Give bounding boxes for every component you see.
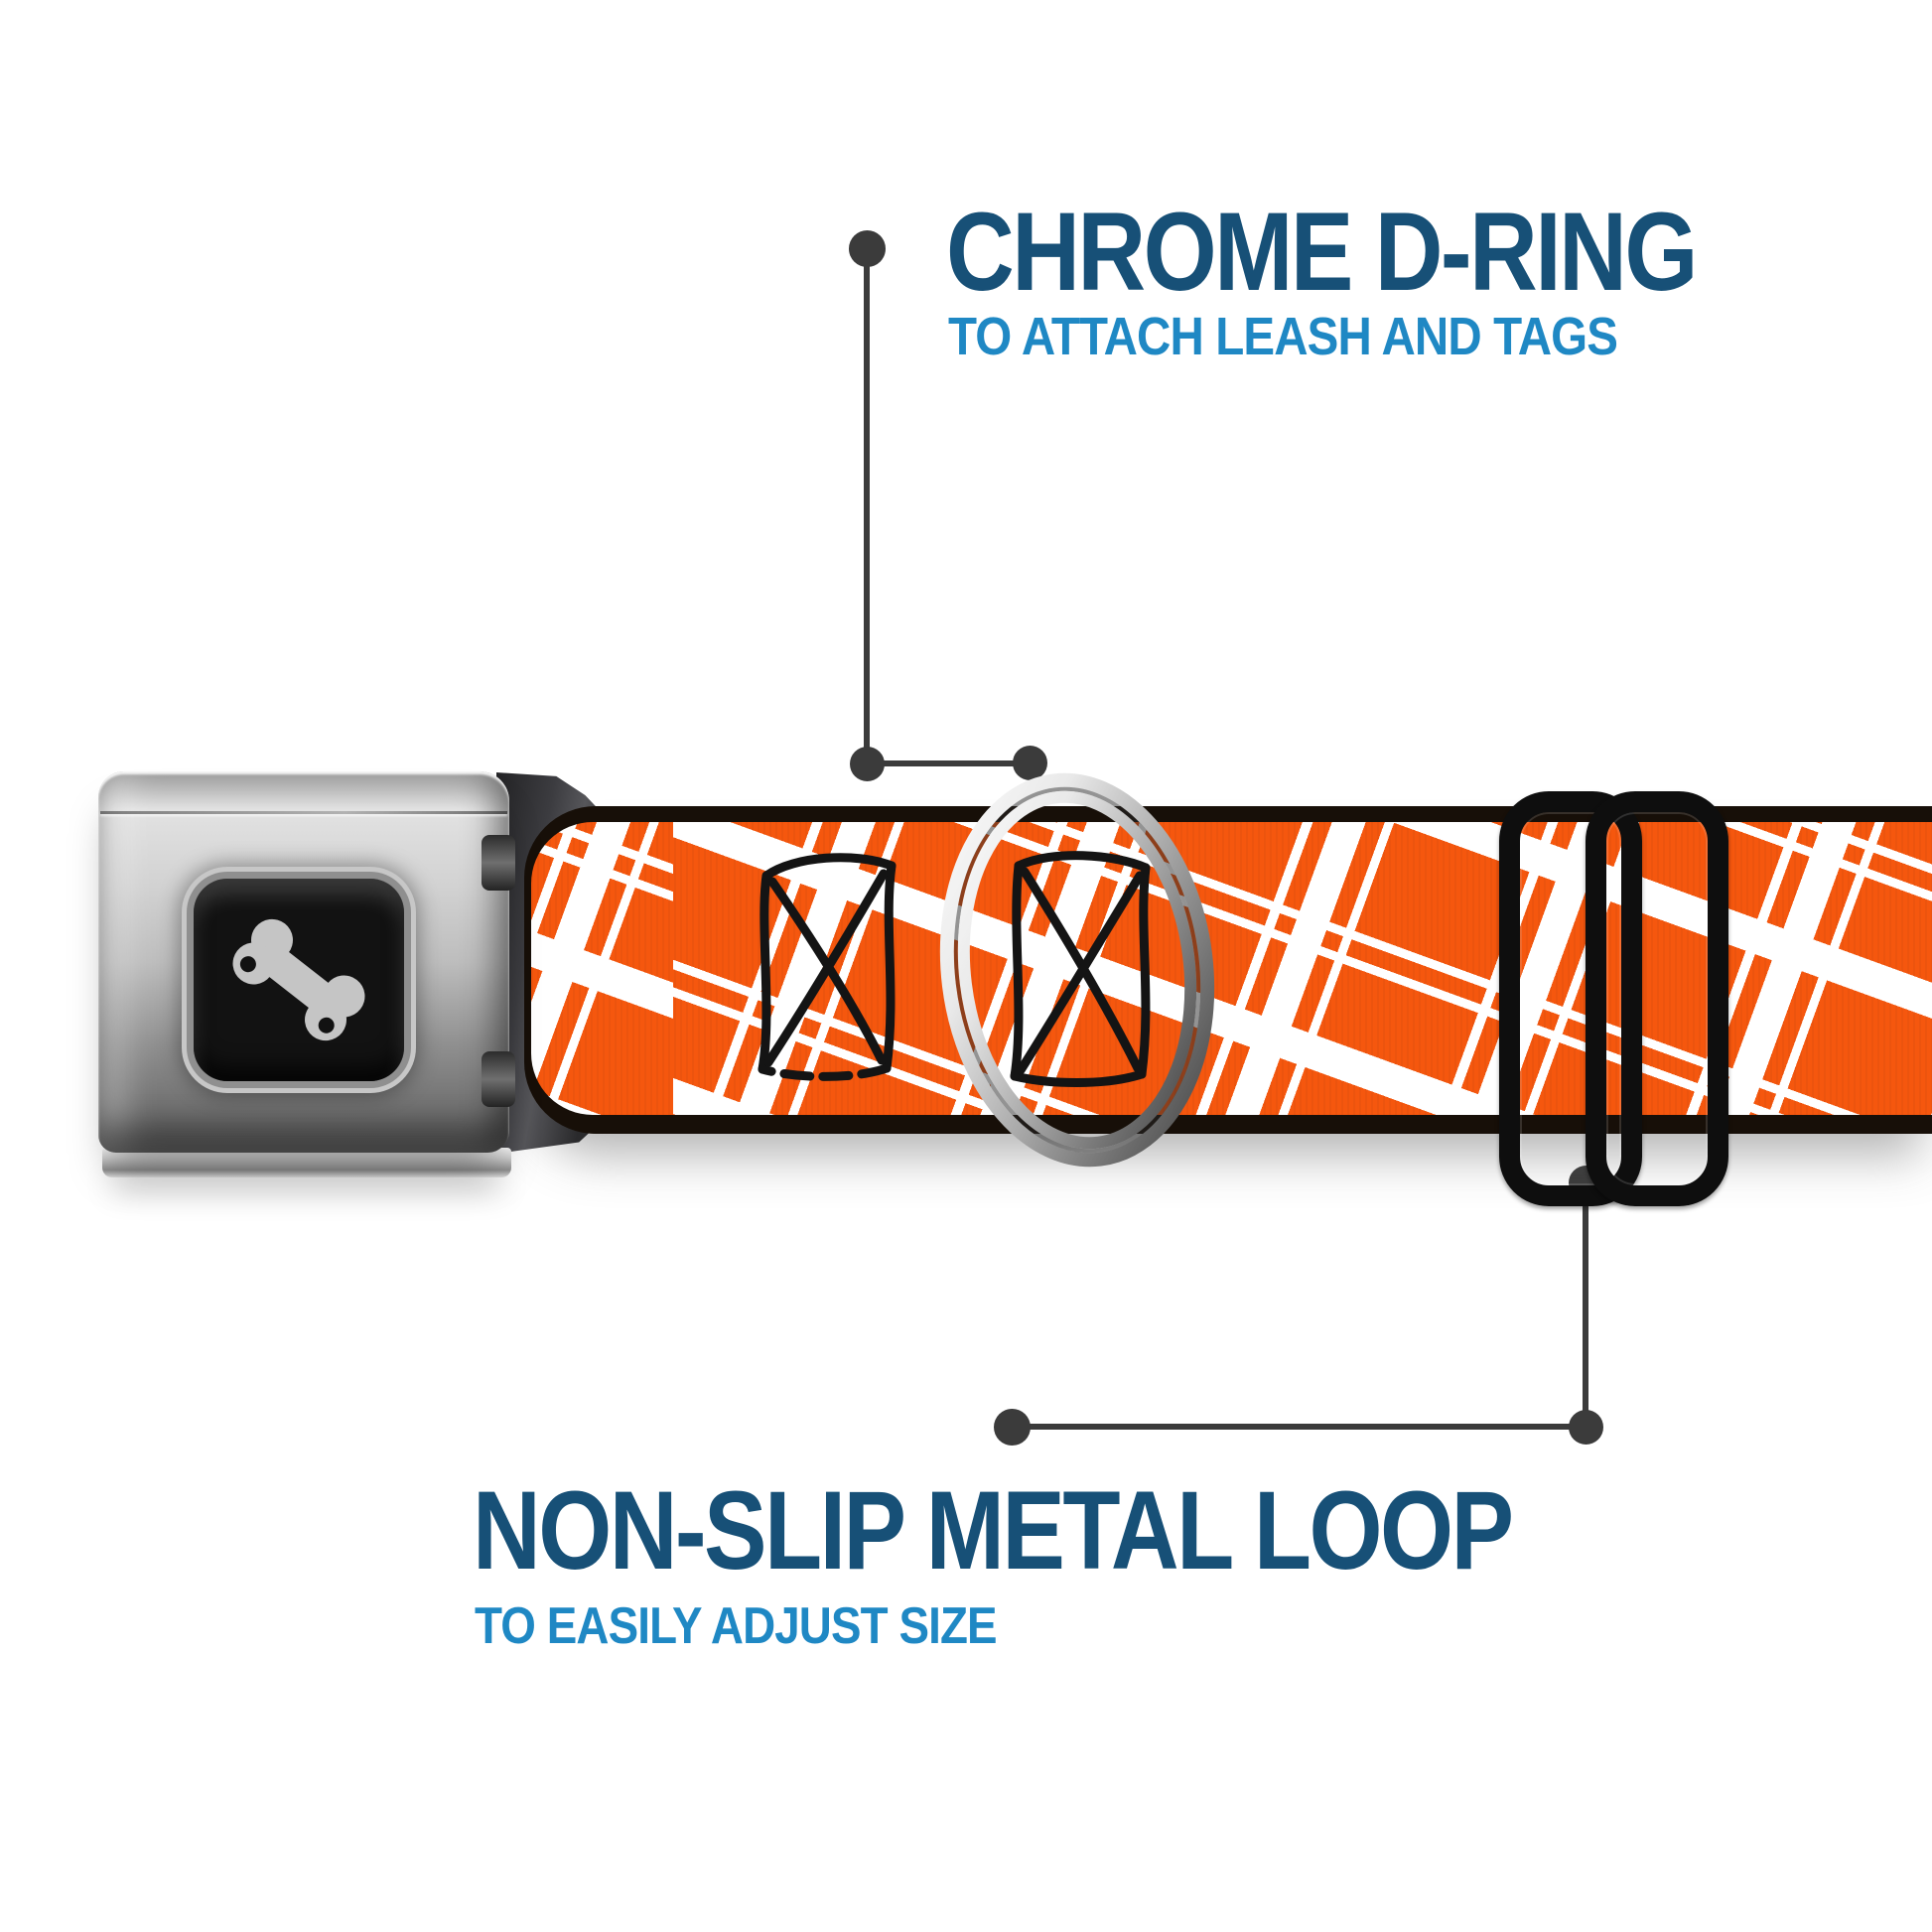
buckle-seam (100, 811, 507, 814)
callout-line-horizontal (1013, 1424, 1585, 1430)
callout-top-title: CHROME D-RING (946, 190, 1698, 314)
strap-end-cap (524, 806, 673, 1134)
triglide-loop-left (1499, 791, 1642, 1206)
callout-line-vertical (1583, 1181, 1588, 1430)
buckle-bottom-plate (102, 1148, 511, 1177)
buckle-hook-notch (482, 1051, 515, 1107)
buckle-center-panel (194, 879, 404, 1081)
seatbelt-buckle (98, 771, 515, 1153)
buckle-hook-notch (482, 835, 515, 891)
callout-line-horizontal (867, 760, 1031, 766)
callout-line-vertical (864, 248, 870, 764)
callout-dot (994, 1409, 1031, 1446)
callout-dot (1013, 746, 1047, 780)
bone-icon (232, 918, 365, 1041)
callout-top-subtitle: TO ATTACH LEASH AND TAGS (948, 307, 1618, 366)
callout-bottom-subtitle: TO EASILY ADJUST SIZE (475, 1597, 998, 1655)
callout-bottom-title: NON-SLIP METAL LOOP (473, 1468, 1514, 1592)
triglide-loop-right (1586, 791, 1728, 1206)
webbing-pattern (531, 822, 673, 1115)
